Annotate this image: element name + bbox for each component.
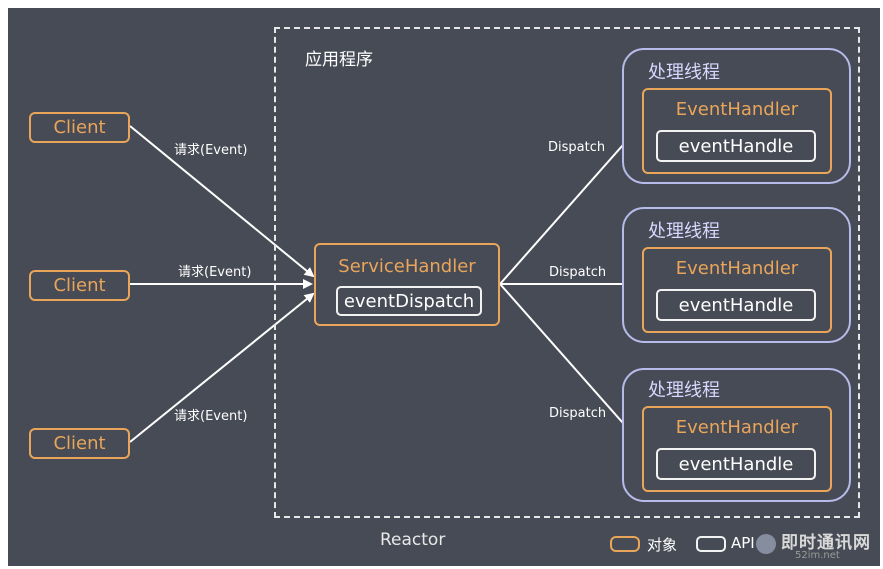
application-box xyxy=(274,27,860,518)
dispatch-label-1: Dispatch xyxy=(548,140,606,155)
request-arrow-1 xyxy=(129,125,315,278)
watermark-title: 即时通讯网 xyxy=(781,533,871,553)
event-handler-title: EventHandler xyxy=(675,417,799,438)
legend-object-swatch xyxy=(610,536,640,552)
event-handler-title: EventHandler xyxy=(675,258,799,279)
event-handle-api: eventHandle xyxy=(656,289,816,321)
processing-thread-title: 处理线程 xyxy=(648,380,720,401)
application-title: 应用程序 xyxy=(305,50,373,70)
event-handler-box: EventHandler eventHandle xyxy=(642,88,832,174)
legend-api-swatch xyxy=(696,536,726,552)
event-handler-box: EventHandler eventHandle xyxy=(642,406,832,492)
processing-thread-title: 处理线程 xyxy=(648,221,720,242)
service-handler-box: ServiceHandler eventDispatch xyxy=(314,243,500,326)
client-box-3: Client xyxy=(29,428,130,459)
request-arrow-3 xyxy=(129,292,315,443)
processing-thread-2: 处理线程 EventHandler eventHandle xyxy=(622,207,851,343)
legend-api-label: API xyxy=(731,534,755,552)
reactor-label: Reactor xyxy=(380,530,446,550)
event-handler-box: EventHandler eventHandle xyxy=(642,247,832,333)
event-handle-api: eventHandle xyxy=(656,130,816,162)
request-label-2: 请求(Event) xyxy=(178,265,252,280)
processing-thread-3: 处理线程 EventHandler eventHandle xyxy=(622,368,851,502)
client-box-2: Client xyxy=(29,270,130,301)
event-handle-api: eventHandle xyxy=(656,448,816,480)
dispatch-arrow-3 xyxy=(499,283,640,442)
watermark-url: 52im.net xyxy=(795,550,840,561)
dispatch-arrow-1 xyxy=(499,126,640,285)
event-dispatch-api: eventDispatch xyxy=(336,286,482,316)
legend-object-label: 对象 xyxy=(647,536,678,554)
client-box-1: Client xyxy=(29,112,130,143)
request-label-1: 请求(Event) xyxy=(174,143,248,158)
processing-thread-title: 处理线程 xyxy=(648,62,720,83)
dispatch-label-2: Dispatch xyxy=(549,265,607,280)
dispatch-label-3: Dispatch xyxy=(549,406,607,421)
arrows-layer xyxy=(129,125,640,443)
request-label-3: 请求(Event) xyxy=(174,409,248,424)
watermark-logo-icon xyxy=(756,534,776,554)
event-handler-title: EventHandler xyxy=(675,99,799,120)
service-handler-title: ServiceHandler xyxy=(338,256,476,277)
reactor-diagram: 应用程序 Client Client Client 请求(Event) 请求(E… xyxy=(8,8,880,566)
processing-thread-1: 处理线程 EventHandler eventHandle xyxy=(622,48,851,184)
